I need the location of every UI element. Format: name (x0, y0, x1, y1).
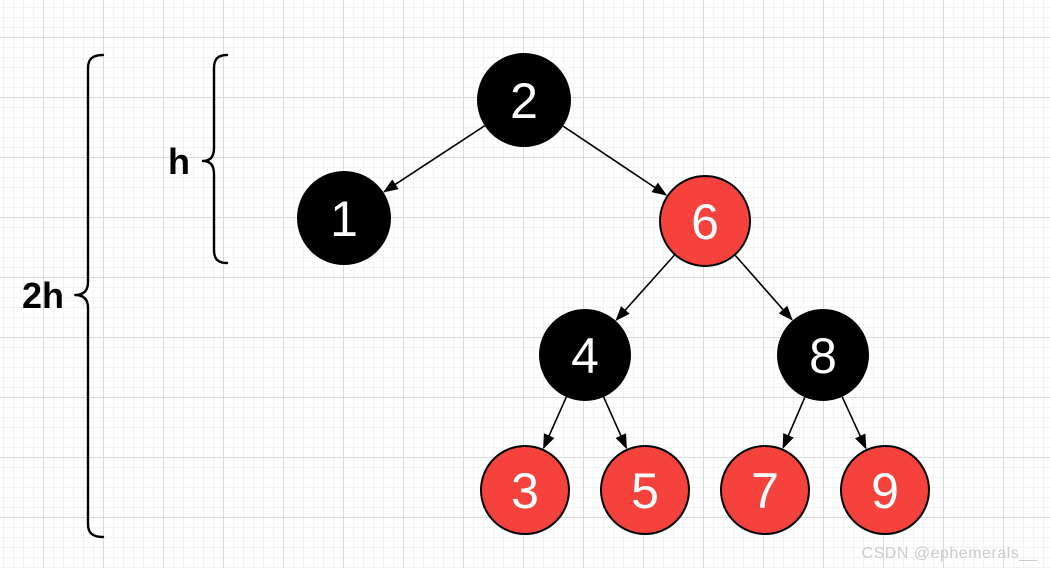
tree-node-7: 7 (720, 445, 810, 535)
tree-edge-4-5 (602, 396, 628, 450)
tree-node-9: 9 (840, 445, 930, 535)
tree-node-label-9: 9 (871, 463, 899, 519)
tree-edge-4-3 (542, 396, 568, 450)
tree-node-8: 8 (777, 309, 869, 401)
tree-edge-6-8 (734, 254, 793, 321)
tree-edge-2-6 (562, 125, 668, 196)
height-brace-h (201, 53, 229, 265)
tree-node-5: 5 (600, 445, 690, 535)
watermark: CSDN @ephemerals__ (861, 545, 1038, 562)
tree-node-label-8: 8 (809, 328, 837, 384)
tree-edge-2-1 (382, 125, 486, 193)
tree-node-label-3: 3 (511, 463, 539, 519)
tree-edge-6-4 (615, 254, 675, 322)
tree-node-label-4: 4 (571, 328, 599, 384)
tree-node-label-5: 5 (631, 463, 659, 519)
tree-node-6: 6 (659, 175, 751, 267)
tree-node-label-6: 6 (691, 194, 719, 250)
height-label-2h: 2h (22, 275, 64, 316)
tree-node-1: 1 (297, 171, 391, 265)
tree-node-label-7: 7 (751, 463, 779, 519)
tree-edge-8-9 (841, 396, 867, 450)
tree-node-label-2: 2 (510, 73, 538, 129)
tree-edge-8-7 (782, 396, 806, 450)
tree-node-label-1: 1 (330, 191, 358, 247)
height-brace-2h (74, 53, 105, 539)
tree-node-2: 2 (477, 53, 571, 147)
tree-node-4: 4 (539, 309, 631, 401)
tree-node-3: 3 (480, 445, 570, 535)
height-label-h: h (168, 141, 190, 182)
